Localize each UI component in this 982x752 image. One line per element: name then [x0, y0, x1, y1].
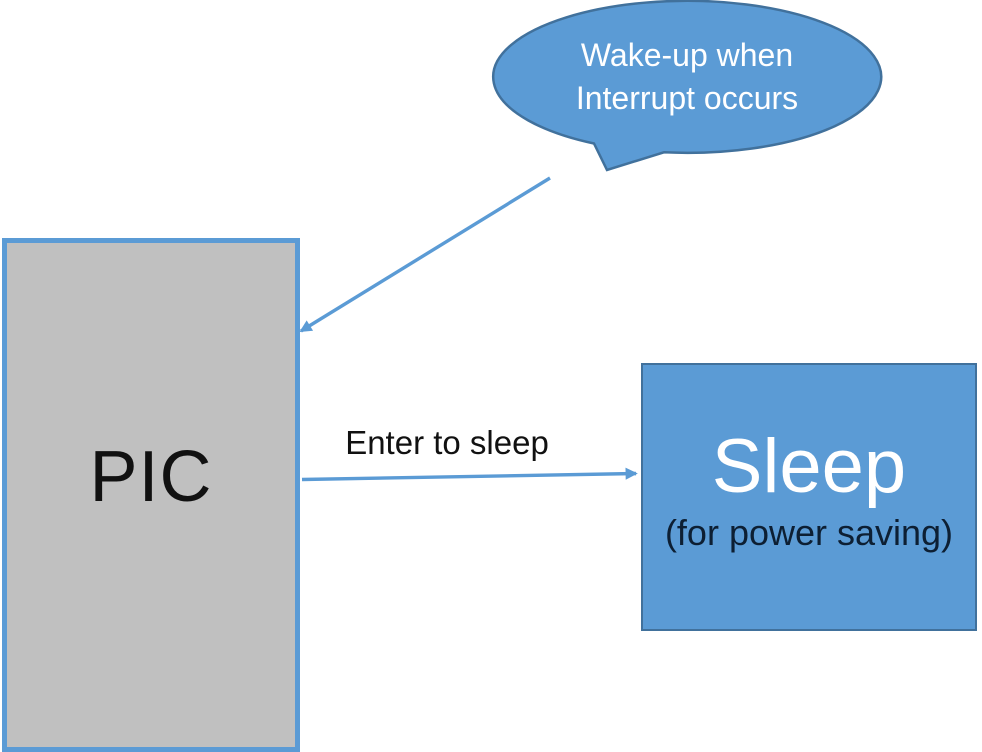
pic-box: PIC — [2, 238, 300, 752]
speech-bubble-icon — [491, 0, 883, 172]
sleep-title: Sleep — [711, 424, 907, 509]
enter-to-sleep-label: Enter to sleep — [345, 424, 549, 461]
enter-sleep-arrow-icon — [301, 467, 638, 482]
wakeup-arrow-icon — [299, 176, 551, 333]
sleep-subtitle: (for power saving) — [664, 512, 954, 553]
callout-text: Wake-up when Interrupt occurs — [575, 37, 799, 116]
sleep-box: Sleep (for power saving) — [641, 363, 977, 631]
pic-label: PIC — [89, 437, 213, 517]
